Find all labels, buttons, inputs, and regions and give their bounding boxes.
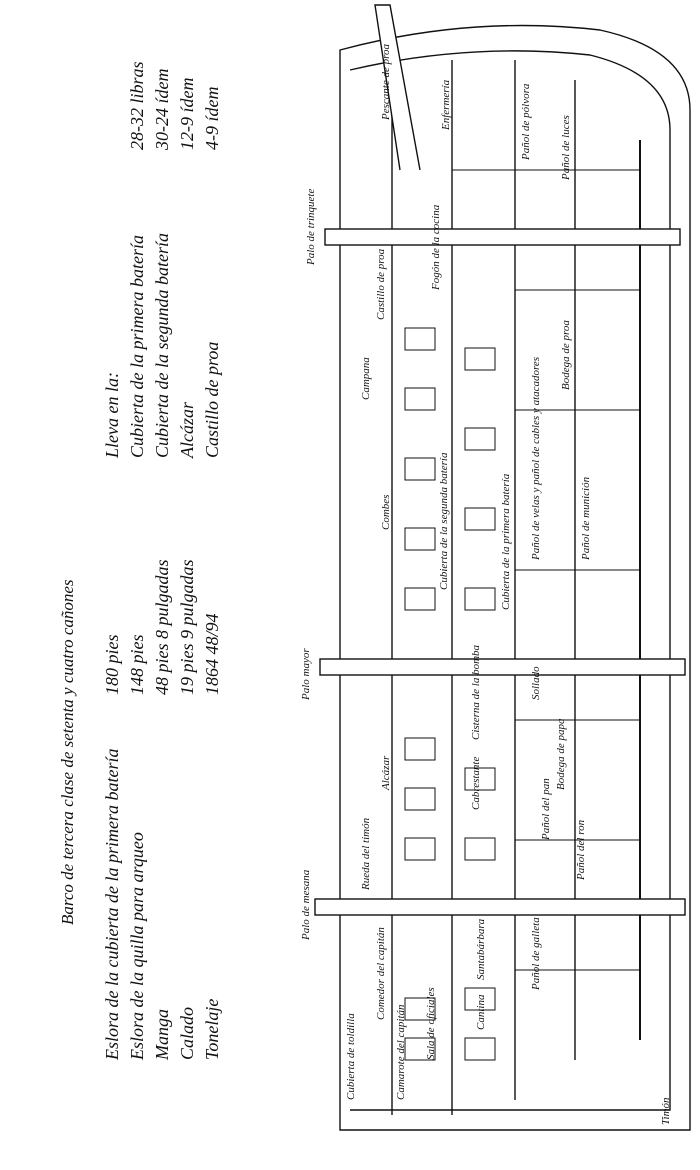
label-timon: Timón <box>660 1097 672 1125</box>
spec-row: Calado 19 pies 9 pulgadas Alcázar 12-9 í… <box>175 0 200 1170</box>
spec-row: Eslora de la quilla para arqueo 148 pies… <box>125 0 150 1170</box>
carries-label: Cubierta de la primera batería <box>127 235 147 458</box>
spec-value: 148 pies <box>127 634 147 696</box>
spec-label: Calado <box>177 1006 197 1060</box>
label-santabarbara: Santabárbara <box>475 918 487 980</box>
hull-outline <box>339 24 691 1131</box>
label-enfermeria: Enfermería <box>440 79 452 130</box>
spec-value: 180 pies <box>102 634 122 696</box>
spec-value: 19 pies 9 pulgadas <box>177 559 197 695</box>
label-cantina: Cantina <box>475 994 487 1030</box>
label-panol-pan: Pañol del pan <box>540 778 552 840</box>
spec-value: 1864 48/94 <box>202 613 222 695</box>
carries-label: Alcázar <box>177 402 197 458</box>
label-cubierta-toldilla: Cubierta de toldilla <box>345 1013 357 1100</box>
gun-ports <box>404 327 496 1061</box>
carries-label: Castillo de proa <box>202 341 222 458</box>
label-rueda-timon: Rueda del timón <box>360 817 372 890</box>
label-sala-oficiales: Sala de oficiales <box>425 987 437 1060</box>
ship-title: Barco de tercera clase de setenta y cuat… <box>58 579 77 925</box>
label-cisterna-bomba: Cisterna de la bomba <box>470 644 482 740</box>
main-mast <box>319 658 686 676</box>
label-panol-galleta: Pañol de galleta <box>530 917 542 990</box>
label-combes: Combes <box>380 494 392 530</box>
label-panol-polvora: Pañol de pólvora <box>520 83 532 160</box>
label-panol-municion: Pañol de munición <box>580 476 592 560</box>
spec-label: Tonelaje <box>202 998 222 1060</box>
carries-value: 4-9 ídem <box>202 86 222 150</box>
bulkheads <box>452 169 640 971</box>
label-campana: Campana <box>360 357 372 400</box>
label-panol-velas: Pañol de velas y pañol de cables y ataca… <box>530 356 542 560</box>
label-alcazar: Alcázar <box>380 755 392 790</box>
spec-label: Manga <box>152 1009 172 1060</box>
spec-row: Eslora de la cubierta de la primera bate… <box>100 0 125 1170</box>
label-palo-mayor: Palo mayor <box>300 648 312 700</box>
label-comedor-capitan: Comedor del capitán <box>375 927 387 1020</box>
label-sollado: Sollado <box>530 666 542 700</box>
mizzen-mast <box>314 898 686 916</box>
carries-value: 12-9 ídem <box>177 77 197 150</box>
carries-value: 28-32 libras <box>127 61 147 150</box>
spec-row: Manga 48 pies 8 pulgadas Cubierta de la … <box>150 0 175 1170</box>
spec-row: Tonelaje 1864 48/94 Castillo de proa 4-9… <box>200 0 225 1170</box>
label-panol-luces: Pañol de luces <box>560 115 572 180</box>
spec-value: 48 pies 8 pulgadas <box>152 559 172 695</box>
carries-heading: Lleva en la: <box>102 372 122 458</box>
label-palo-mesana: Palo de mesana <box>300 869 312 940</box>
label-cabrestante: Cabrestante <box>470 756 482 810</box>
hull-inner-line <box>349 50 671 1111</box>
label-bodega-proa: Bodega de proa <box>560 320 572 390</box>
label-castillo-proa: Castillo de proa <box>375 248 387 320</box>
label-cocina: Fogón de la cocina <box>430 204 442 290</box>
carries-value: 30-24 ídem <box>152 68 172 150</box>
label-panol-ron: Pañol del ron <box>575 819 587 880</box>
label-pescante-proa: Pescante de proa <box>380 44 392 120</box>
label-bodega-papa: Bodega de papa <box>555 718 567 790</box>
fore-mast <box>324 228 681 246</box>
label-cubierta-segunda: Cubierta de la segunda batería <box>438 452 450 591</box>
spec-label: Eslora de la cubierta de la primera bate… <box>102 748 122 1060</box>
bowsprit <box>374 4 421 171</box>
label-palo-trinquete: Palo de trinquete <box>305 188 317 265</box>
spec-label: Eslora de la quilla para arqueo <box>127 832 147 1060</box>
label-cubierta-primera: Cubierta de la primera batería <box>500 473 512 610</box>
carries-label: Cubierta de la segunda batería <box>152 233 172 458</box>
label-camarote-capitan: Camarote del capitán <box>395 1004 407 1100</box>
